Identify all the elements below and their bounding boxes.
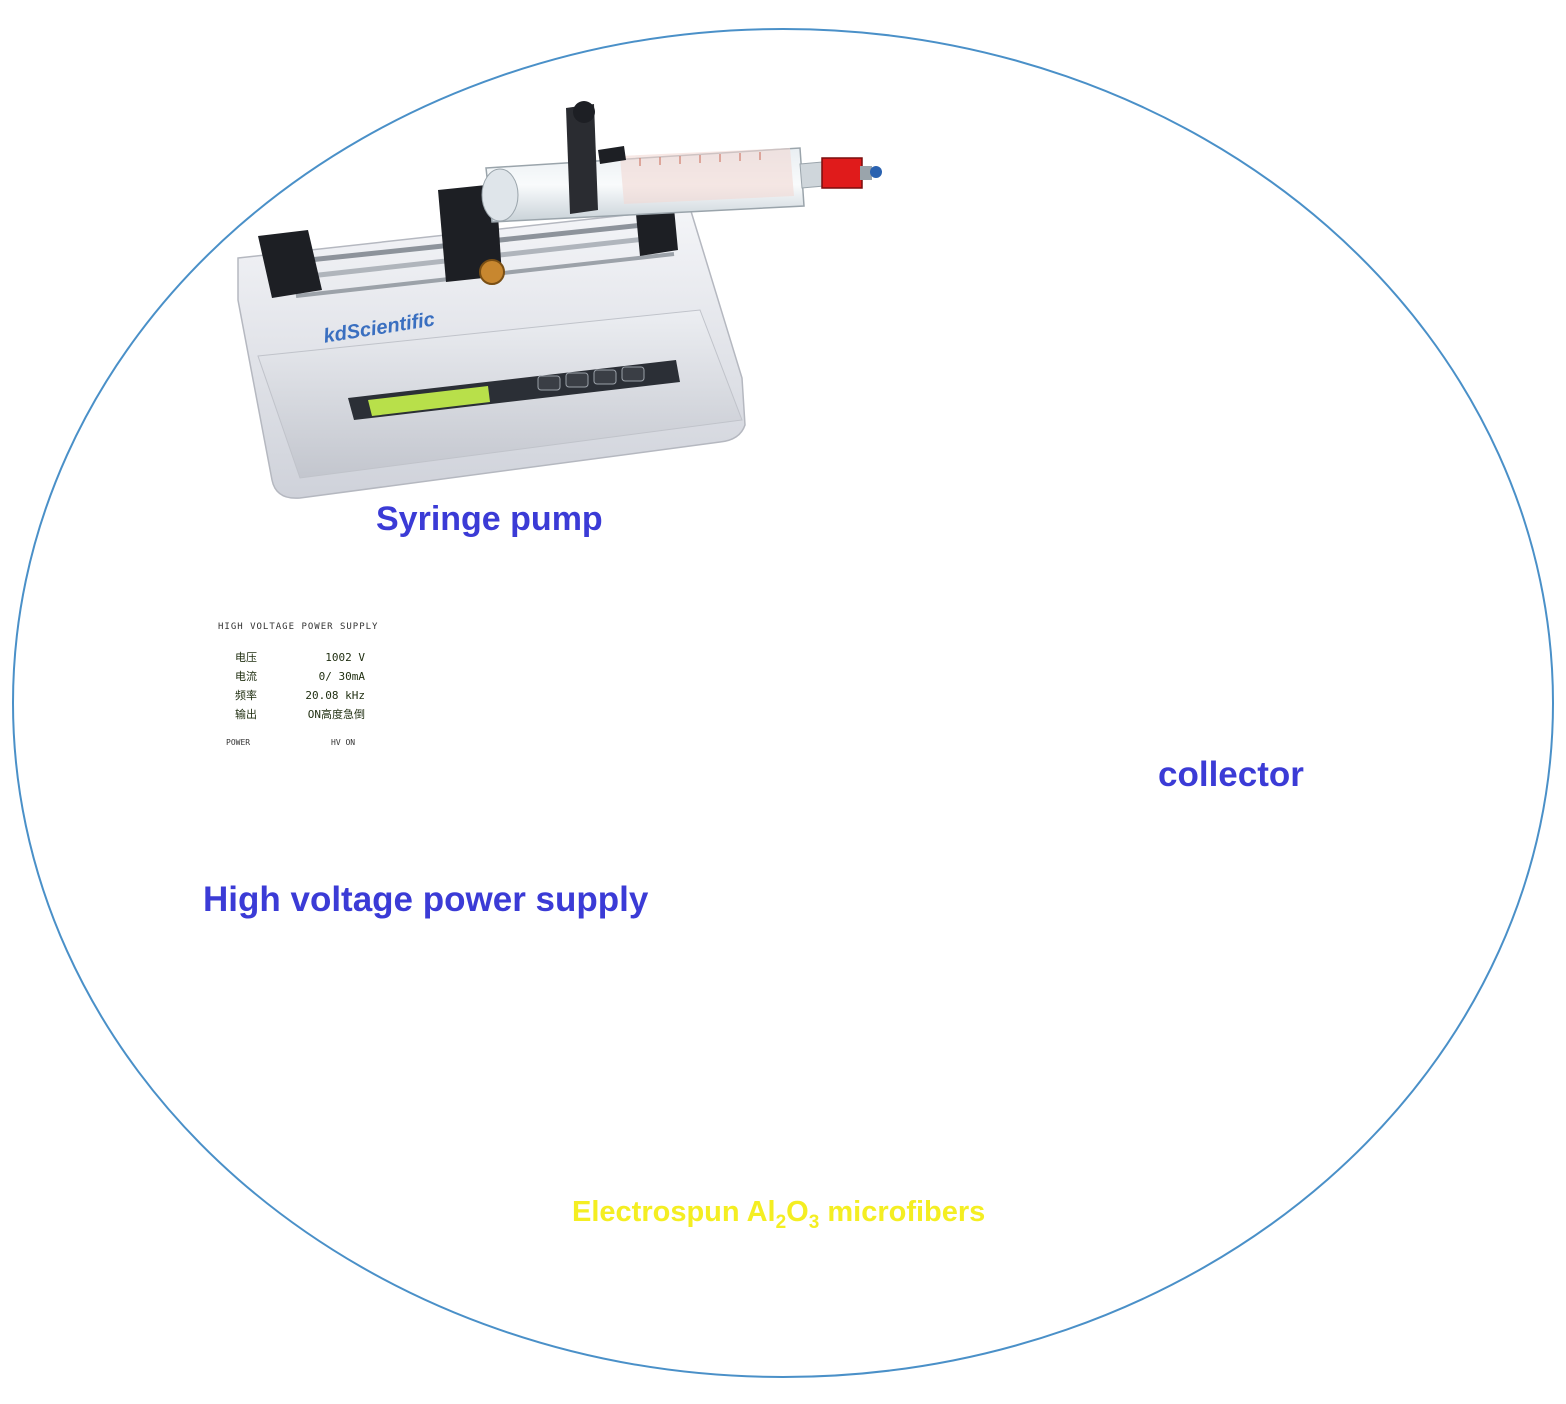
hv-power-label: POWER [226,738,251,747]
hv-panel-title: HIGH VOLTAGE POWER SUPPLY [218,622,379,632]
lcd-row-value: 20.08 kHz [305,689,365,702]
lcd-row: 频率 20.08 kHz [231,686,369,705]
hv-lcd-readout: 电压 1002 V 电流 0/ 30mA 频率 20.08 kHz 输出 ON高度急倒 [231,648,369,726]
lcd-row-name: 电压 [235,651,257,664]
hv-power-supply-label: High voltage power supply [203,880,649,919]
collector-label: collector [1158,755,1304,794]
lcd-row-value: 1002 V [325,651,365,664]
lcd-row: 输出 ON高度急倒 [231,705,369,724]
syringe-pump [237,101,882,499]
lcd-row-value: ON高度急倒 [307,708,365,721]
pump-lcd [368,386,490,416]
lcd-row-name: 电流 [235,670,257,683]
lcd-row: 电流 0/ 30mA [231,667,369,686]
frame-circle [12,28,1554,1378]
syringe-pump-label: Syringe pump [376,500,603,538]
hv-switch-label: HV ON [331,738,356,747]
lcd-row: 电压 1002 V [231,648,369,667]
pump-buttons [537,366,645,391]
microfibers-label: Electrospun Al2O3 microfibers [572,1196,986,1233]
red-fitting-1 [821,157,863,189]
lcd-row-name: 输出 [235,708,257,721]
lcd-row-value: 0/ 30mA [318,670,365,683]
lcd-row-name: 频率 [235,689,257,702]
